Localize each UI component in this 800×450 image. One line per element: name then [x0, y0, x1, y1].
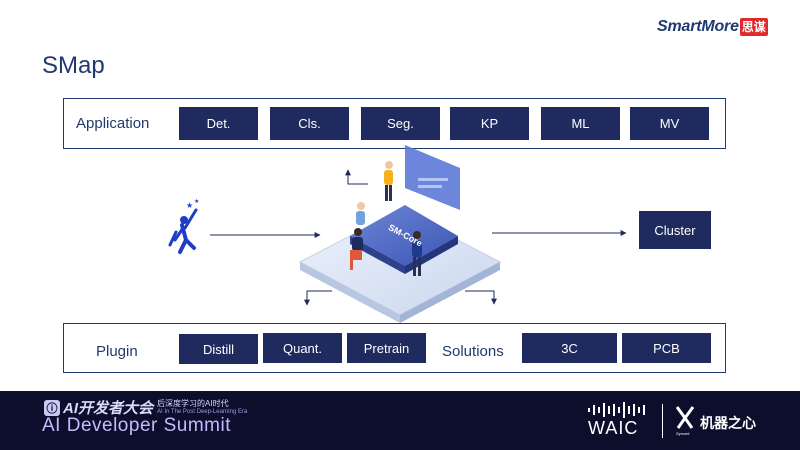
logo-cn-badge: 思谋 — [739, 18, 768, 36]
synced-small-text: Synced — [676, 431, 690, 436]
person-standing — [412, 231, 422, 276]
arrow-down-solutions — [465, 290, 497, 305]
event-cn-name: AI开发者大会 — [63, 400, 154, 417]
app-item-kp: KP — [450, 107, 529, 140]
event-subtitle: 后深度学习的AI时代 AI In The Post Deep-Learning … — [157, 399, 247, 417]
app-item-mv: MV — [630, 107, 709, 140]
platform-illustration — [298, 145, 502, 353]
waic-logo-text: WAIC — [588, 418, 639, 438]
person-left — [356, 202, 365, 225]
svg-text:★: ★ — [194, 198, 199, 205]
event-subtitle-cn: 后深度学习的AI时代 — [157, 398, 229, 408]
plugin-item-distill: Distill — [179, 334, 258, 364]
plugin-item-pretrain: Pretrain — [347, 333, 426, 363]
event-cn-title: ⓘ AI开发者大会 后深度学习的AI时代 AI In The Post Deep… — [44, 397, 247, 418]
solution-item-3c: 3C — [522, 333, 617, 363]
svg-text:★: ★ — [186, 201, 193, 210]
solution-item-pcb: PCB — [622, 333, 711, 363]
cluster-box: Cluster — [639, 211, 711, 249]
application-label: Application — [76, 115, 150, 132]
plugin-label: Plugin — [96, 343, 138, 360]
footer-banner: ⓘ AI开发者大会 后深度学习的AI时代 AI In The Post Deep… — [0, 391, 800, 450]
event-en-name: AI Developer Summit — [42, 415, 232, 436]
event-subtitle-en: AI In The Post Deep-Learning Era — [157, 408, 248, 415]
app-item-seg: Seg. — [361, 107, 440, 140]
jiqizhixin-text: 机器之心 — [700, 415, 756, 431]
page-title: SMap — [42, 52, 105, 79]
jumping-person-icon: ★ ★ — [168, 198, 199, 254]
footer-divider — [662, 404, 663, 438]
logo-text: SmartMore — [657, 18, 739, 35]
waic-waveform-icon — [588, 402, 645, 418]
arrow-up-application — [345, 169, 368, 185]
person-yellow — [384, 161, 393, 201]
app-item-det: Det. — [179, 107, 258, 140]
jiqizhixin-logo-icon — [675, 406, 695, 429]
plugin-item-quant: Quant. — [263, 333, 342, 363]
solutions-label: Solutions — [442, 343, 504, 360]
app-item-ml: ML — [541, 107, 620, 140]
event-logo-icon: ⓘ — [44, 399, 60, 416]
app-item-cls: Cls. — [270, 107, 349, 140]
person-seated — [350, 228, 363, 270]
arrow-down-plugin — [304, 290, 332, 306]
smartmore-logo: SmartMore 思谋 — [657, 16, 768, 38]
